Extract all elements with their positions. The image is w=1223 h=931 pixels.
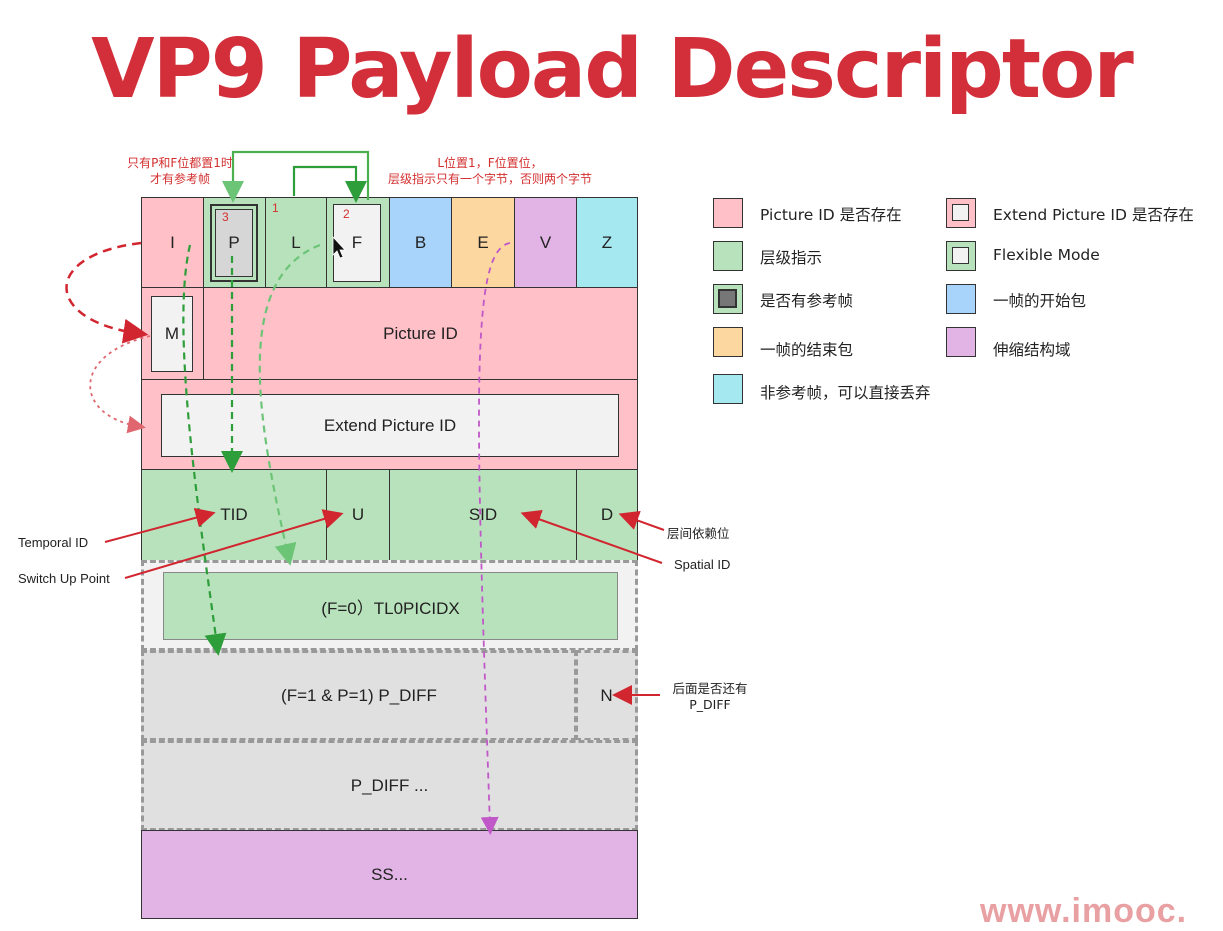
bit-z: Z (576, 197, 638, 288)
bit-b: B (389, 197, 452, 288)
n-label: N (600, 685, 613, 705)
bracket-arrow-l-to-f (292, 165, 367, 203)
bit-v: V (514, 197, 577, 288)
callout-line: 后面是否还有 (672, 681, 748, 696)
legend-swatch-cyan (713, 374, 743, 404)
legend-inner-dark (718, 289, 737, 308)
bit-label: E (477, 232, 489, 252)
bit-label: P (228, 233, 240, 252)
note-line: L位置1，F位置位， (437, 156, 543, 170)
tid-label: TID (220, 505, 248, 524)
tid-field: TID (141, 469, 327, 561)
note-layer-indication: L位置1，F位置位， 层级指示只有一个字节，否则两个字节 (360, 155, 620, 187)
bit-f-frame: F (333, 204, 381, 282)
step-number-2: 2 (343, 207, 350, 221)
legend-label: Picture ID 是否存在 (760, 206, 902, 224)
legend-swatch-violet (946, 327, 976, 357)
legend-swatch-pink (713, 198, 743, 228)
spatial-id-callout: Spatial ID (674, 557, 731, 572)
legend-swatch-pink-framed (946, 198, 976, 228)
u-field: U (326, 469, 390, 561)
picture-id-label: Picture ID (383, 323, 458, 343)
step-number-1: 1 (272, 201, 279, 215)
note-line: 层级指示只有一个字节，否则两个字节 (387, 172, 592, 186)
p-diff-field: (F=1 & P=1) P_DIFF (141, 650, 577, 741)
step-number-3: 3 (222, 210, 229, 224)
legend-label: 是否有参考帧 (760, 292, 854, 310)
bit-label: F (351, 233, 363, 252)
legend-inner-frame (952, 247, 969, 264)
legend-label: 一帧的开始包 (993, 292, 1087, 310)
legend-label: 非参考帧，可以直接丢弃 (760, 384, 931, 402)
legend-swatch-blue (946, 284, 976, 314)
legend-label: 层级指示 (760, 249, 823, 267)
p-diff-more-label: P_DIFF ... (350, 775, 429, 795)
more-pdiff-callout: 后面是否还有 P_DIFF (662, 681, 758, 713)
legend-label: 一帧的结束包 (760, 341, 854, 359)
legend-label: Extend Picture ID 是否存在 (993, 206, 1194, 224)
bit-label: V (539, 232, 552, 252)
bit-f: F (326, 197, 390, 288)
sid-field: SID (389, 469, 577, 561)
bit-p-inner-frame: P (215, 209, 253, 277)
d-field: D (576, 469, 638, 561)
legend-inner-frame (952, 204, 969, 221)
legend-swatch-green-dark (713, 284, 743, 314)
legend-label: Flexible Mode (993, 246, 1100, 264)
note-line: 只有P和F位都置1时 (127, 156, 233, 170)
legend-swatch-green-framed (946, 241, 976, 271)
sid-label: SID (468, 505, 498, 524)
bit-label: Z (601, 232, 613, 252)
p-diff-more-field: P_DIFF ... (141, 740, 638, 831)
ss-label: SS... (371, 864, 408, 884)
watermark: www.imooc. (980, 892, 1188, 930)
layer-dependency-callout: 层间依赖位 (667, 526, 730, 541)
legend-swatch-orange (713, 327, 743, 357)
callout-line: P_DIFF (689, 697, 731, 712)
extend-picture-id-field: Extend Picture ID (161, 394, 619, 457)
switch-up-callout: Switch Up Point (18, 571, 110, 586)
d-label: D (600, 505, 614, 524)
tl0picidx-row: (F=0）TL0PICIDX (141, 560, 638, 651)
m-label: M (164, 324, 180, 343)
page-title: VP9 Payload Descriptor (91, 22, 1134, 117)
tl0picidx-field: (F=0）TL0PICIDX (163, 572, 618, 640)
u-label: U (351, 505, 365, 524)
legend-label: 伸缩结构域 (993, 341, 1071, 359)
bit-label: I (170, 232, 175, 252)
m-frame: M (151, 296, 193, 372)
arrow-i-to-m (65, 241, 149, 344)
bit-p: P (203, 197, 266, 288)
bit-i: I (141, 197, 204, 288)
note-reference-frame: 只有P和F位都置1时 才有参考帧 (100, 155, 260, 187)
legend-swatch-green (713, 241, 743, 271)
extend-picture-id-row: Extend Picture ID (141, 379, 638, 470)
picture-id-field: Picture ID (203, 287, 638, 380)
bit-p-outer-frame: P (210, 204, 258, 282)
note-line: 才有参考帧 (149, 172, 210, 186)
bit-e: E (451, 197, 515, 288)
ss-field: SS... (141, 830, 638, 919)
bit-label: L (291, 232, 301, 252)
p-diff-label: (F=1 & P=1) P_DIFF (281, 685, 437, 705)
n-field: N (575, 650, 638, 741)
temporal-id-callout: Temporal ID (18, 535, 89, 550)
bit-label: B (414, 232, 427, 252)
m-cell: M (141, 287, 204, 380)
tl0picidx-label: (F=0）TL0PICIDX (321, 598, 460, 618)
extend-picture-id-label: Extend Picture ID (323, 415, 457, 435)
